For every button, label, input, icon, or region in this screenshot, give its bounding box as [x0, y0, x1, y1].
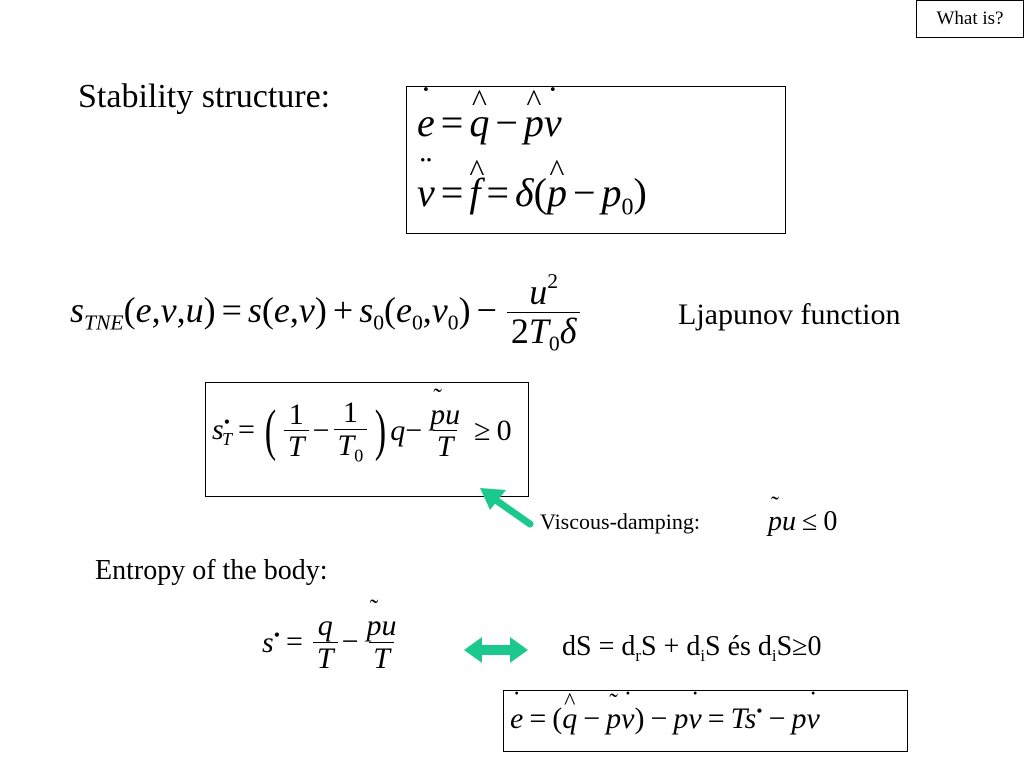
equation-v-ddot: v¨=f^=δ(p^−p0): [417, 149, 647, 221]
double-arrow-icon: [464, 637, 528, 663]
stability-label: Stability structure:: [78, 78, 331, 115]
what-is-button[interactable]: What is?: [916, 0, 1024, 38]
green-arrow-icon: [480, 488, 534, 528]
what-is-button-label: What is?: [936, 8, 1004, 29]
viscous-label: Viscous-damping:: [540, 509, 700, 534]
ds-relation: dS = drS + diS és diS≥0: [562, 631, 822, 665]
entropy-label: Entropy of the body:: [95, 555, 328, 586]
viscous-condition: p˜u≤0: [768, 492, 838, 537]
equation-e-dot: e˙=q^−p^v˙: [417, 79, 562, 145]
ljapunov-label: Ljapunov function: [678, 298, 901, 331]
energy-equation-box: e˙=(q^−p˜v˙)−pv˙=Ts•−pv˙: [503, 686, 908, 752]
stability-equations-box: e˙=q^−p^v˙ v¨=f^=δ(p^−p0): [406, 79, 786, 234]
